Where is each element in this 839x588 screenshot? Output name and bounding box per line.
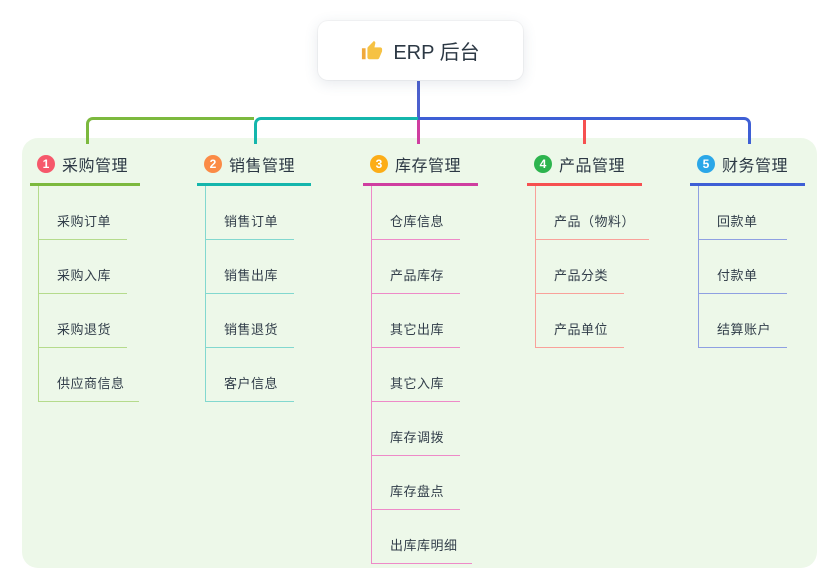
branch-index-badge: 5: [697, 155, 715, 173]
branch-children: 产品（物料）产品分类产品单位: [535, 186, 650, 348]
child-node[interactable]: 供应商信息: [39, 348, 139, 402]
child-node[interactable]: 付款单: [699, 240, 787, 294]
child-node[interactable]: 产品分类: [536, 240, 624, 294]
branch-index-badge: 3: [370, 155, 388, 173]
root-title: ERP 后台: [393, 42, 480, 64]
branch-index-badge: 1: [37, 155, 55, 173]
branch-head[interactable]: 5 财务管理: [690, 150, 805, 186]
branch-children: 回款单付款单结算账户: [698, 186, 787, 348]
branch-children: 采购订单采购入库采购退货供应商信息: [38, 186, 139, 402]
child-node[interactable]: 结算账户: [699, 294, 787, 348]
branch-node[interactable]: 2 销售管理 销售订单销售出库销售退货客户信息: [197, 150, 311, 402]
child-node[interactable]: 库存调拨: [372, 402, 460, 456]
child-node[interactable]: 产品库存: [372, 240, 460, 294]
child-node[interactable]: 其它入库: [372, 348, 460, 402]
branch-index-badge: 2: [204, 155, 222, 173]
branch-node[interactable]: 4 产品管理 产品（物料）产品分类产品单位: [527, 150, 650, 348]
child-node[interactable]: 产品（物料）: [536, 186, 650, 240]
child-node[interactable]: 销售出库: [206, 240, 294, 294]
branch-head[interactable]: 3 库存管理: [363, 150, 478, 186]
branch-children: 仓库信息产品库存其它出库其它入库库存调拨库存盘点出库库明细: [371, 186, 472, 564]
child-node[interactable]: 销售订单: [206, 186, 294, 240]
trunk-line: [417, 81, 420, 117]
branch-head[interactable]: 2 销售管理: [197, 150, 311, 186]
branch-title: 库存管理: [395, 158, 462, 175]
branch-title: 财务管理: [722, 158, 789, 175]
branch-head[interactable]: 1 采购管理: [30, 150, 140, 186]
child-node[interactable]: 客户信息: [206, 348, 294, 402]
branch-node[interactable]: 1 采购管理 采购订单采购入库采购退货供应商信息: [30, 150, 140, 402]
branch-node[interactable]: 5 财务管理 回款单付款单结算账户: [690, 150, 805, 348]
child-node[interactable]: 采购入库: [39, 240, 127, 294]
root-node[interactable]: ERP 后台: [318, 21, 523, 80]
child-node[interactable]: 库存盘点: [372, 456, 460, 510]
branch-title: 产品管理: [559, 158, 626, 175]
child-node[interactable]: 回款单: [699, 186, 787, 240]
branch-index-badge: 4: [534, 155, 552, 173]
branch-title: 销售管理: [229, 158, 296, 175]
child-node[interactable]: 销售退货: [206, 294, 294, 348]
branch-head[interactable]: 4 产品管理: [527, 150, 642, 186]
child-node[interactable]: 产品单位: [536, 294, 624, 348]
child-node[interactable]: 出库库明细: [372, 510, 472, 564]
thumbs-up-icon: [362, 40, 383, 59]
branch-children: 销售订单销售出库销售退货客户信息: [205, 186, 294, 402]
child-node[interactable]: 仓库信息: [372, 186, 460, 240]
branch-title: 采购管理: [62, 158, 129, 175]
child-node[interactable]: 采购退货: [39, 294, 127, 348]
child-node[interactable]: 其它出库: [372, 294, 460, 348]
branch-node[interactable]: 3 库存管理 仓库信息产品库存其它出库其它入库库存调拨库存盘点出库库明细: [363, 150, 478, 564]
branches-panel: [22, 138, 817, 568]
child-node[interactable]: 采购订单: [39, 186, 127, 240]
